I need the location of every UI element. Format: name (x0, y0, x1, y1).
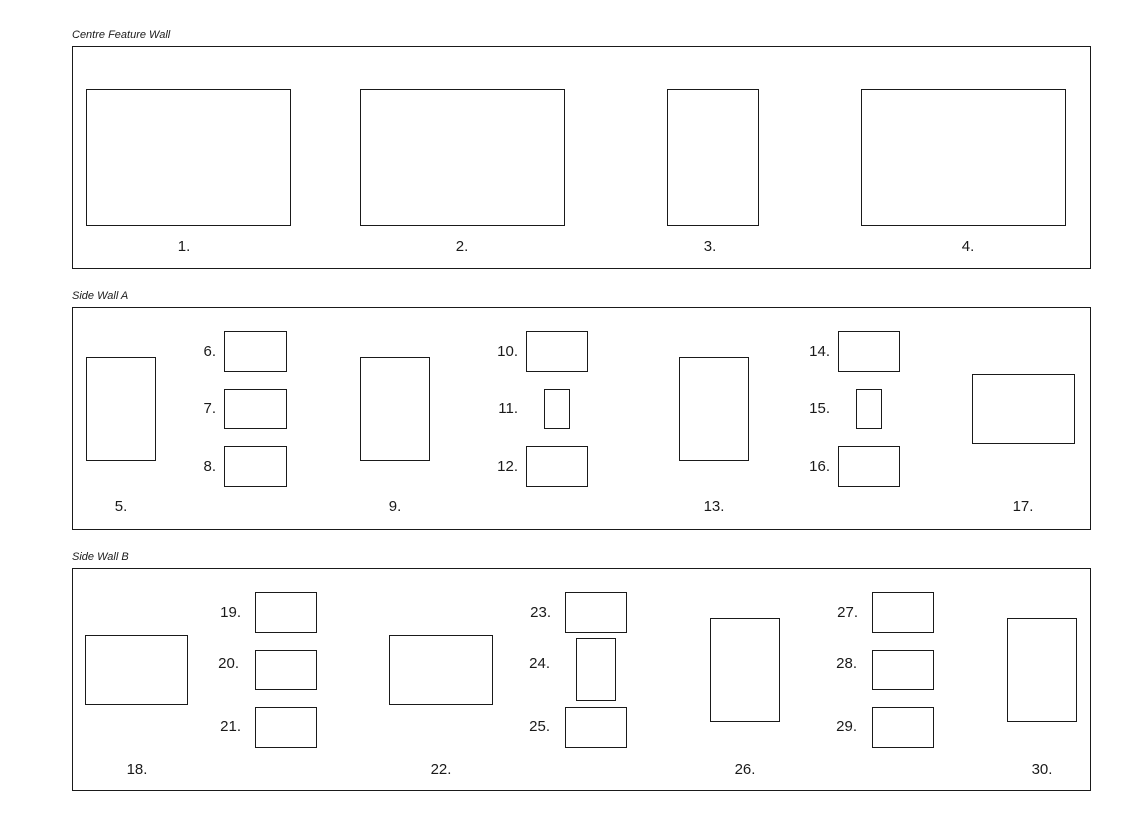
frame-label-28: 28. (836, 655, 857, 672)
frame-27 (872, 592, 934, 633)
frame-26 (710, 618, 780, 722)
wall-title-side-b: Side Wall B (72, 551, 129, 563)
frame-19 (255, 592, 317, 633)
frame-21 (255, 707, 317, 748)
frame-5 (86, 357, 156, 461)
frame-1 (86, 89, 291, 226)
frame-9 (360, 357, 430, 461)
frame-13 (679, 357, 749, 461)
wall-side-b (72, 568, 1091, 791)
frame-label-6: 6. (203, 343, 216, 360)
frame-30 (1007, 618, 1077, 722)
frame-label-8: 8. (203, 458, 216, 475)
frame-label-7: 7. (203, 400, 216, 417)
frame-22 (389, 635, 493, 705)
frame-label-18: 18. (126, 761, 148, 778)
frame-label-27: 27. (837, 604, 858, 621)
frame-16 (838, 446, 900, 487)
frame-28 (872, 650, 934, 690)
frame-label-25: 25. (529, 718, 550, 735)
frame-10 (526, 331, 588, 372)
frame-label-4: 4. (961, 238, 975, 255)
wall-title-side-a: Side Wall A (72, 290, 129, 302)
frame-label-30: 30. (1031, 761, 1053, 778)
frame-label-14: 14. (809, 343, 830, 360)
frame-label-15: 15. (809, 400, 830, 417)
frame-17 (972, 374, 1075, 444)
frame-15 (856, 389, 882, 429)
frame-label-29: 29. (836, 718, 857, 735)
frame-7 (224, 389, 287, 429)
frame-label-16: 16. (809, 458, 830, 475)
frame-11 (544, 389, 570, 429)
frame-label-19: 19. (220, 604, 241, 621)
frame-label-1: 1. (177, 238, 191, 255)
frame-label-5: 5. (114, 498, 128, 515)
wall-title-centre: Centre Feature Wall (72, 29, 171, 41)
frame-14 (838, 331, 900, 372)
frame-20 (255, 650, 317, 690)
frame-label-11: 11. (498, 400, 518, 417)
wall-centre (72, 46, 1091, 269)
frame-24 (576, 638, 616, 701)
frame-12 (526, 446, 588, 487)
wall-side-a (72, 307, 1091, 530)
frame-label-17: 17. (1012, 498, 1034, 515)
frame-29 (872, 707, 934, 748)
frame-label-2: 2. (455, 238, 469, 255)
frame-6 (224, 331, 287, 372)
frame-label-22: 22. (430, 761, 452, 778)
frame-label-3: 3. (703, 238, 717, 255)
frame-label-26: 26. (734, 761, 756, 778)
frame-label-20: 20. (218, 655, 239, 672)
frame-label-24: 24. (529, 655, 550, 672)
frame-label-9: 9. (388, 498, 402, 515)
frame-4 (861, 89, 1066, 226)
frame-label-12: 12. (497, 458, 518, 475)
frame-8 (224, 446, 287, 487)
frame-3 (667, 89, 759, 226)
frame-label-21: 21. (220, 718, 241, 735)
frame-25 (565, 707, 627, 748)
frame-2 (360, 89, 565, 226)
frame-label-13: 13. (703, 498, 725, 515)
frame-23 (565, 592, 627, 633)
frame-label-23: 23. (530, 604, 551, 621)
frame-18 (85, 635, 188, 705)
frame-label-10: 10. (497, 343, 518, 360)
